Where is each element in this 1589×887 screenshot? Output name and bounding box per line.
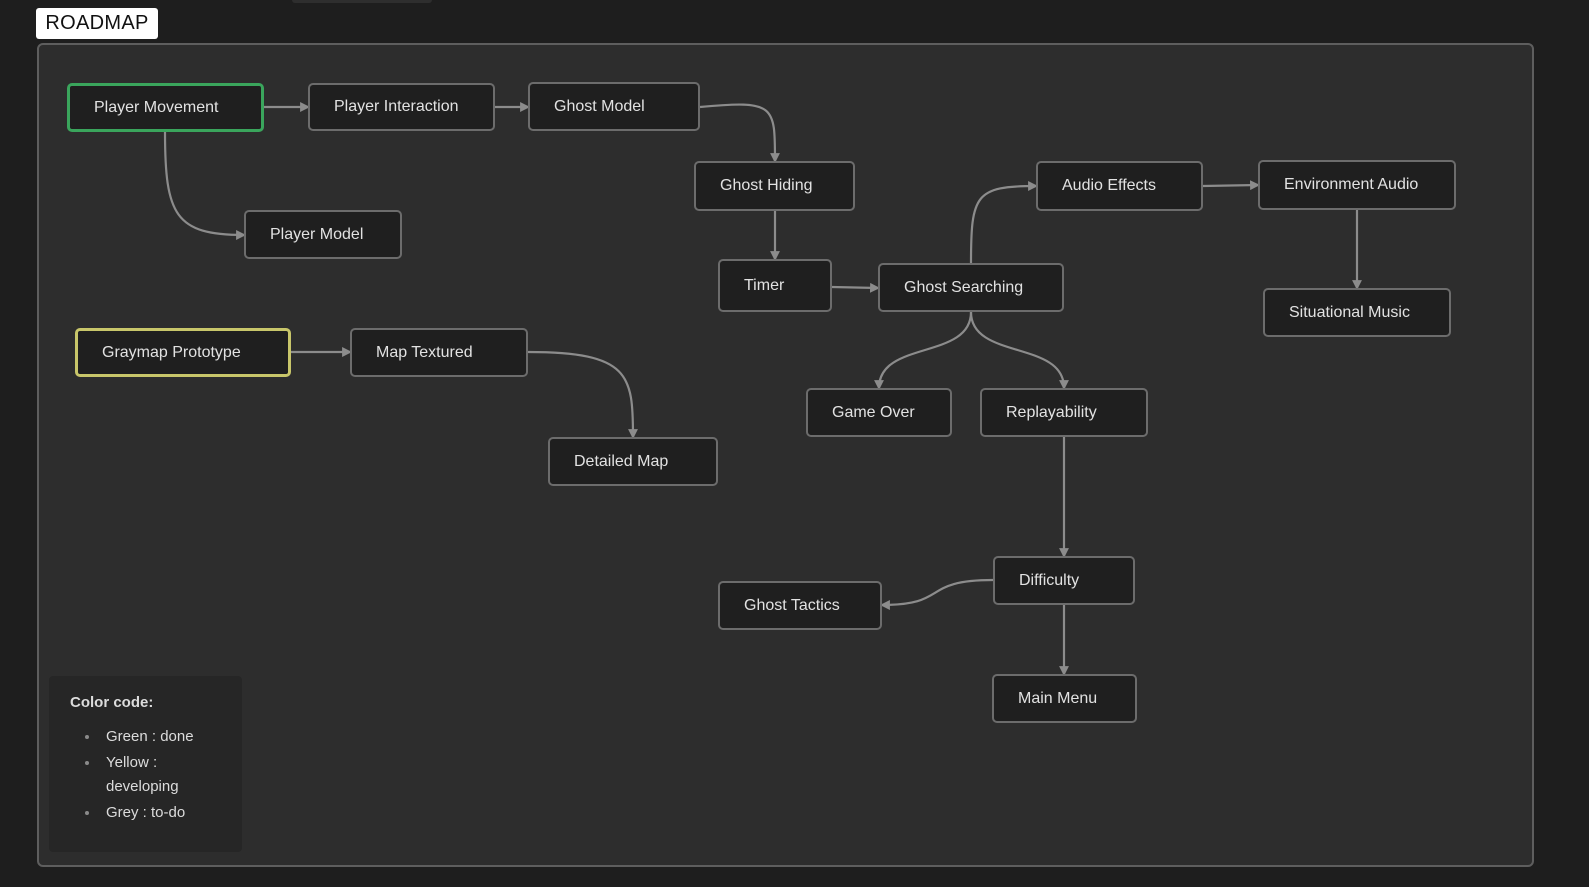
legend-item-todo: Grey : to-do [85, 801, 216, 825]
node-audio-effects[interactable]: Audio Effects [1036, 161, 1203, 211]
node-graymap-prototype[interactable]: Graymap Prototype [75, 328, 291, 377]
edge-ghost-model-to-ghost-hiding [699, 103, 780, 163]
node-ghost-searching[interactable]: Ghost Searching [878, 263, 1064, 312]
node-situational-music[interactable]: Situational Music [1263, 288, 1451, 337]
node-ghost-model[interactable]: Ghost Model [528, 82, 700, 131]
edge-timer-to-ghost-searching [831, 282, 880, 293]
edge-audio-effects-to-environment-audio [1202, 180, 1260, 191]
node-timer[interactable]: Timer [718, 259, 832, 312]
node-detailed-map[interactable]: Detailed Map [548, 437, 718, 486]
edge-map-textured-to-detailed-map [527, 350, 638, 439]
edge-ghost-searching-to-audio-effects [969, 181, 1038, 264]
legend-item-developing: Yellow : developing [85, 751, 216, 798]
edge-ghost-searching-to-replayability [969, 311, 1069, 390]
node-ghost-hiding[interactable]: Ghost Hiding [694, 161, 855, 211]
node-game-over[interactable]: Game Over [806, 388, 952, 437]
roadmap-title: ROADMAP [36, 8, 158, 39]
node-player-interaction[interactable]: Player Interaction [308, 83, 495, 131]
edge-ghost-searching-to-game-over [874, 311, 973, 390]
color-code-legend: Color code: Green : done Yellow : develo… [49, 676, 242, 852]
node-replayability[interactable]: Replayability [980, 388, 1148, 437]
edge-player-movement-to-player-model [163, 131, 246, 240]
top-tab-indicator [292, 0, 432, 3]
node-player-movement[interactable]: Player Movement [67, 83, 264, 132]
node-ghost-tactics[interactable]: Ghost Tactics [718, 581, 882, 630]
legend-item-done: Green : done [85, 725, 216, 749]
node-environment-audio[interactable]: Environment Audio [1258, 160, 1456, 210]
node-main-menu[interactable]: Main Menu [992, 674, 1137, 723]
node-difficulty[interactable]: Difficulty [993, 556, 1135, 605]
legend-list: Green : done Yellow : developing Grey : … [70, 725, 242, 824]
node-player-model[interactable]: Player Model [244, 210, 402, 259]
node-map-textured[interactable]: Map Textured [350, 328, 528, 377]
legend-title: Color code: [70, 694, 154, 711]
edge-difficulty-to-ghost-tactics [880, 578, 994, 610]
